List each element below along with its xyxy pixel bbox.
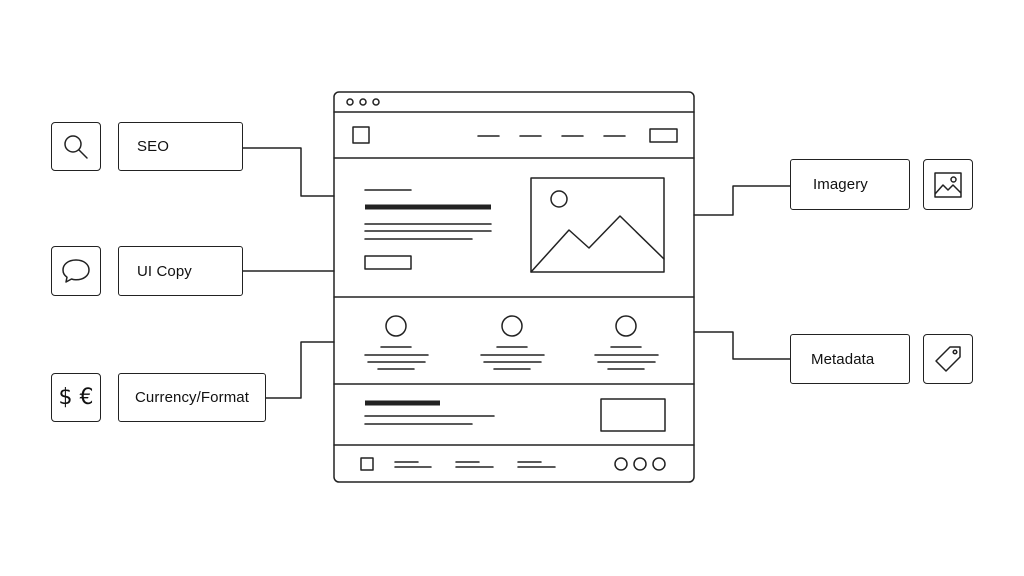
browser-window [333, 91, 695, 483]
hero-cta-button [364, 255, 412, 270]
footer-social-dot [633, 457, 647, 471]
ui-copy-label-box: UI Copy [118, 246, 243, 296]
imagery-label-box: Imagery [790, 159, 910, 210]
footer-logo [360, 457, 374, 471]
metadata-icon-box [923, 334, 973, 384]
tag-icon [935, 346, 961, 372]
search-icon [64, 134, 88, 159]
window-dot [359, 98, 367, 106]
currency-format-label: Currency/Format [135, 389, 250, 406]
ui-copy-icon-box [51, 246, 101, 296]
feature-avatar [501, 315, 523, 337]
window-dot [346, 98, 354, 106]
currency-icon: $ € [58, 385, 94, 410]
metadata-label: Metadata [811, 350, 875, 368]
feature-avatar [615, 315, 637, 337]
connector-imagery [693, 185, 791, 216]
feature-avatar [385, 315, 407, 337]
hero-image-mountains [530, 215, 665, 273]
window-dot [372, 98, 380, 106]
hero-image-sun [550, 190, 568, 208]
header-logo [352, 126, 370, 144]
seo-icon-box [51, 122, 101, 171]
imagery-label: Imagery [813, 176, 868, 193]
connector-metadata [693, 331, 791, 360]
seo-label-box: SEO [118, 122, 243, 171]
image-icon [934, 171, 962, 198]
hero-image-frame [530, 177, 665, 273]
metadata-label-box: Metadata [790, 334, 910, 384]
connector-currency [265, 341, 335, 399]
content-image-box [600, 398, 666, 432]
currency-icon-box: $ € [51, 373, 101, 422]
footer-social-dot [614, 457, 628, 471]
seo-label: SEO [137, 138, 169, 155]
imagery-icon-box [923, 159, 973, 210]
header-button [649, 128, 678, 143]
footer-social-dot [652, 457, 666, 471]
currency-format-label-box: Currency/Format [118, 373, 266, 422]
speech-bubble-icon [62, 259, 90, 283]
connector-seo [242, 147, 335, 197]
ui-copy-label: UI Copy [137, 262, 192, 280]
